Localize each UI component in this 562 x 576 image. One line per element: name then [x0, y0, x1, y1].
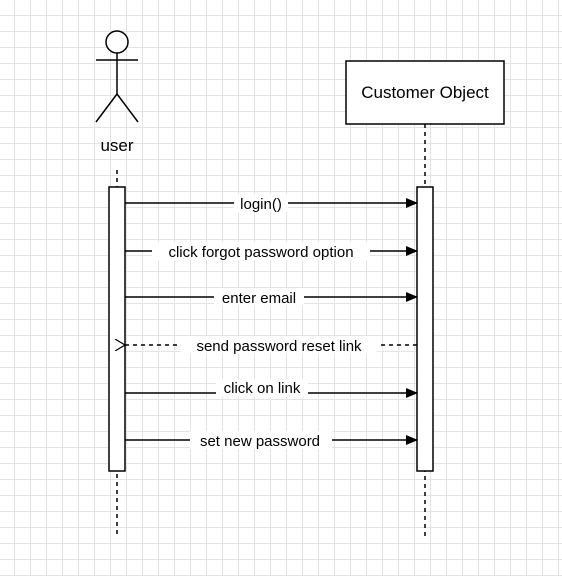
message-click-on-link[interactable]: click on link: [125, 379, 418, 398]
message-label: enter email: [222, 290, 296, 307]
user-activation-bar[interactable]: [108, 186, 126, 472]
user-actor[interactable]: user: [95, 30, 139, 155]
message-set-new-password[interactable]: set new password: [125, 431, 418, 450]
actor-head: [105, 30, 129, 54]
actor-label: user: [100, 136, 133, 155]
message-label: send password reset link: [196, 338, 362, 355]
customer-object-participant[interactable]: Customer Object: [345, 60, 505, 125]
actor-left-leg: [95, 93, 118, 123]
actor-right-leg: [116, 93, 139, 123]
message-label: login(): [240, 196, 282, 213]
message-send-password-reset-link[interactable]: send password reset link: [125, 336, 417, 355]
participant-box: [345, 60, 505, 125]
participant-label: Customer Object: [361, 83, 489, 102]
message-click-forgot-password-option[interactable]: click forgot password option: [125, 242, 418, 261]
message-label: click forgot password option: [168, 244, 353, 261]
message-label: set new password: [200, 433, 320, 450]
customer-activation-bar[interactable]: [416, 186, 434, 472]
message-login[interactable]: login(): [125, 194, 418, 213]
message-enter-email[interactable]: enter email: [125, 288, 418, 307]
message-label: click on link: [224, 380, 301, 397]
